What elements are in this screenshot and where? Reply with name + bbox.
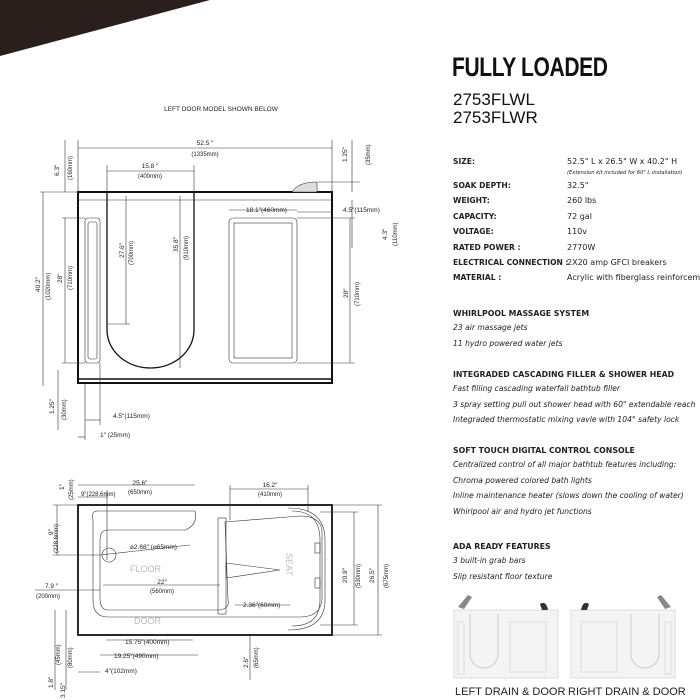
dim-edge-mm: (25mm) xyxy=(69,479,75,500)
front-view-caption: LEFT DOOR MODEL SHOWN BELOW xyxy=(164,106,279,113)
front-view xyxy=(40,140,360,440)
dim-seat-mm: (410mm) xyxy=(258,492,282,498)
dim-d2: 3.15″ xyxy=(60,682,67,698)
section-title: INTEGRADED CASCADING FILLER & SHOWER HEA… xyxy=(453,370,675,379)
dim-door-width: 15.8 ″ xyxy=(142,163,159,170)
dim-height-mm: (1020mm) xyxy=(46,273,52,300)
page-title: FULLY LOADED xyxy=(452,52,608,82)
corner-decoration xyxy=(0,0,210,56)
dim-door-full: 35.8″ xyxy=(173,236,180,252)
dim-top-len: 25.6″ xyxy=(133,480,149,487)
dim-panel-width: 18.1″(460mm) xyxy=(246,207,287,214)
dim-d1-mm: (45mm) xyxy=(56,644,62,665)
feature-item: 3 spray setting pull out shower head wit… xyxy=(453,399,696,409)
dim-bar-height: 28″ xyxy=(57,273,64,283)
feature-item: Inline maintenance heater (slows down th… xyxy=(453,491,684,500)
feature-item: Chroma powered colored bath lights xyxy=(453,475,592,485)
dim-bar-offset: 4.5″(115mm) xyxy=(113,413,150,420)
section-ada: ADA READY FEATURES 3 built-in grab bars … xyxy=(453,542,552,587)
top-view xyxy=(35,484,382,690)
dim-floor: 22″ xyxy=(157,579,167,586)
feature-item: 3 built-in grab bars xyxy=(453,556,526,565)
dim-panel-height-mm: (710mm) xyxy=(355,282,361,306)
dim-top-gap-mm: (160mm) xyxy=(68,156,74,180)
dim-faucet: 1.25″ xyxy=(342,146,349,162)
section-whirlpool: WHIRLPOOL MASSAGE SYSTEM 23 air massage … xyxy=(453,309,589,354)
dim-door-full-mm: (910mm) xyxy=(184,236,190,260)
dim-length-mm: (1335mm) xyxy=(191,152,218,158)
door-label: DOOR xyxy=(134,616,162,626)
floor-label: FLOOR xyxy=(130,564,162,574)
feature-item: Fast filling cascading waterfall bathtub… xyxy=(453,384,621,393)
dim-door-edge: 4″(102mm) xyxy=(105,668,137,675)
dim-seat: 16.2″ xyxy=(263,482,279,489)
dim-d1: 1.8″ xyxy=(48,676,55,688)
dim-side: 7.9 ″ xyxy=(45,583,59,590)
dim-width: 26.5″ xyxy=(369,567,376,583)
section-title: ADA READY FEATURES xyxy=(453,542,551,551)
dim-height: 40.2″ xyxy=(35,276,42,292)
technical-drawing: LEFT DOOR MODEL SHOWN BELOW 52.5 ″ (1335… xyxy=(35,106,399,698)
dim-edge: 1″ xyxy=(59,483,66,490)
dim-d2-mm: (80mm) xyxy=(68,647,74,668)
photo-caption-left: LEFT DRAIN & DOOR xyxy=(455,686,566,698)
photo-caption-right: RIGHT DRAIN & DOOR xyxy=(568,686,686,698)
size-note: (Extension kit included for 60" L instal… xyxy=(567,170,683,176)
dim-inner-width: 20.9″ xyxy=(342,567,349,583)
dim-drain-y-mm: (228.6mm) xyxy=(54,524,60,553)
dim-drain-offset: 9″(228.6mm) xyxy=(81,492,115,498)
dim-top-gap: 6.3″ xyxy=(54,164,61,176)
dim-panel-offset: 4.5″(115mm) xyxy=(343,207,380,214)
dim-side-mm: (200mm) xyxy=(36,594,60,600)
dim-base-mm: (30mm) xyxy=(62,399,68,420)
dim-door-height: 27.6″ xyxy=(119,242,126,258)
dim-door-total: 19.25″(490mm) xyxy=(114,653,159,660)
product-photo-left xyxy=(453,595,559,679)
product-photo-right xyxy=(570,595,676,679)
dim-inner-width-mm: (530mm) xyxy=(356,564,362,588)
dim-bar-edge: 1″ (25mm) xyxy=(100,432,130,439)
dim-drain-diameter: ⌀2.68″ (⌀65mm) xyxy=(130,544,177,551)
feature-item: 23 air massage jets xyxy=(453,323,528,332)
dim-door-height-mm: (700mm) xyxy=(129,241,135,265)
dim-top-len-mm: (650mm) xyxy=(128,490,152,496)
dim-bar-height-mm: (710mm) xyxy=(68,266,74,290)
feature-item: Centralized control of all major bathtub… xyxy=(453,460,677,469)
dim-floor-mm: (560mm) xyxy=(150,589,174,595)
dim-faucet-mm: (35mm) xyxy=(366,144,372,165)
dim-panel-top: 4.3″ xyxy=(382,228,389,240)
dim-door-open: 15.75″(400mm) xyxy=(125,639,170,646)
section-control: SOFT TOUCH DIGITAL CONTROL CONSOLE Centr… xyxy=(453,446,684,522)
dim-d3: 2.6″ xyxy=(243,656,250,668)
feature-item: 11 hydro powered water jets xyxy=(453,338,563,348)
section-title: WHIRLPOOL MASSAGE SYSTEM xyxy=(453,309,590,318)
dim-length: 52.5 ″ xyxy=(197,140,214,147)
feature-item: Integraded thermostatic mixing vavle wit… xyxy=(453,415,680,424)
dim-width-mm: (675mm) xyxy=(384,564,390,588)
dim-panel-top-mm: (110mm) xyxy=(393,222,399,246)
dim-drain-y: 9″ xyxy=(48,528,55,535)
seat-label: SEAT xyxy=(284,553,294,576)
section-title: SOFT TOUCH DIGITAL CONTROL CONSOLE xyxy=(453,446,635,455)
section-filler: INTEGRADED CASCADING FILLER & SHOWER HEA… xyxy=(453,370,695,431)
dim-door-width-mm: (400mm) xyxy=(138,174,162,180)
feature-item: Slip resistant floor texture xyxy=(453,571,553,581)
feature-item: Whirlpool air and hydro jet functions xyxy=(453,506,592,516)
dim-step: 2.36″(60mm) xyxy=(243,602,280,609)
model-number-left: 2753FLWL xyxy=(453,90,535,109)
dim-panel-height: 28″ xyxy=(343,288,350,298)
dim-d3-mm: (65mm) xyxy=(254,647,260,668)
dim-base: 1.25″ xyxy=(49,398,56,414)
model-number-right: 2753FLWR xyxy=(453,108,538,127)
